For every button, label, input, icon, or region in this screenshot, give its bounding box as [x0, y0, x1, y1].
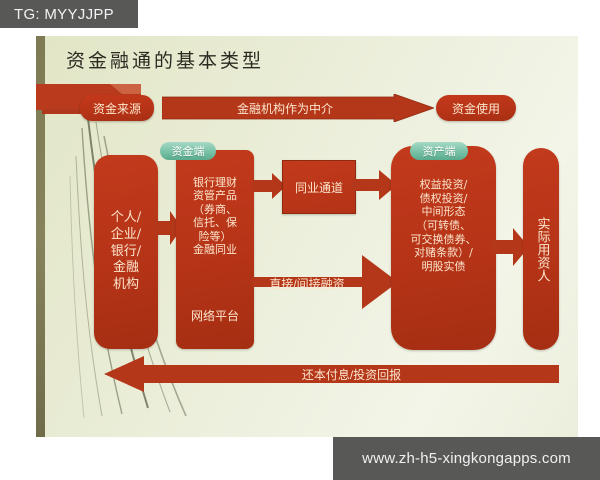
- source-entities-box: 个人/ 企业/ 银行/ 金融 机构: [94, 155, 158, 349]
- capital-side-tag: 资金端: [160, 142, 216, 160]
- page-title: 资金融通的基本类型: [66, 50, 265, 72]
- end-user-box: 实际用资人: [523, 148, 559, 350]
- capital-to-channel-arrow: [252, 173, 286, 199]
- asset-side-box: 权益投资/ 债权投资/ 中间形态 （可转债、 可交换债券、 对赌条款）/ 明股实…: [391, 146, 496, 350]
- online-platform-label: 网络平台: [190, 309, 239, 323]
- source-entities-text: 个人/ 企业/ 银行/ 金融 机构: [110, 210, 142, 292]
- slide-left-border-strip: [36, 36, 45, 437]
- return-flow-label: 还本付息/投资回报: [301, 367, 402, 382]
- direct-financing-arrow: [252, 255, 398, 309]
- fund-use-pill: 资金使用: [436, 95, 516, 121]
- return-flow-arrow: [104, 356, 559, 392]
- intermediary-arrow: [162, 94, 434, 122]
- asset-to-end-user-arrow: [491, 228, 529, 266]
- tg-handle-badge: TG: MYYJJPP: [0, 0, 138, 28]
- asset-side-text: 权益投资/ 债权投资/ 中间形态 （可转债、 可交换债券、 对赌条款）/ 明股实…: [410, 178, 477, 273]
- left-connector-bar: [42, 109, 112, 114]
- direct-financing-label: 直接/间接融资: [269, 276, 345, 291]
- intermediary-arrow-label: 金融机构作为中介: [236, 101, 333, 116]
- site-watermark: www.zh-h5-xingkongapps.com: [333, 437, 600, 480]
- fund-source-pill: 资金来源: [80, 95, 154, 121]
- channel-to-asset-arrow: [351, 170, 397, 200]
- slide-canvas: 资金融通的基本类型 资金来源 金融机构作为中介 资金使用 个人/ 企业/ 银行/…: [36, 36, 578, 437]
- source-to-capital-arrow: [154, 211, 182, 245]
- interbank-channel-box: 同业通道: [282, 160, 356, 214]
- capital-side-text: 银行理财 资管产品 （券商、 信托、保 险等） 金融同业: [193, 176, 237, 257]
- asset-side-tag: 资产端: [410, 142, 468, 160]
- capital-side-box: 银行理财 资管产品 （券商、 信托、保 险等） 金融同业: [176, 150, 254, 349]
